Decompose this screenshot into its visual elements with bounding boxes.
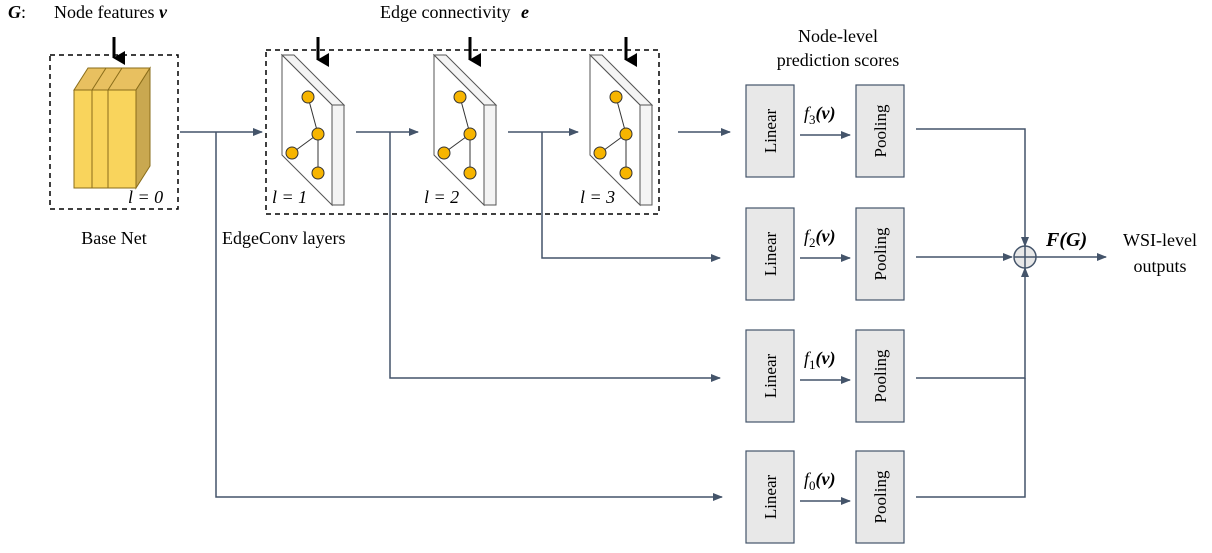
layer-index: l = 1 bbox=[272, 187, 307, 207]
node-score-function: f0(v) bbox=[804, 469, 836, 493]
pooling-box bbox=[855, 450, 905, 544]
graph-node bbox=[311, 166, 325, 180]
graph-node bbox=[285, 146, 299, 160]
pooling-box bbox=[855, 329, 905, 423]
edgeconv-layer-2: l = 2 bbox=[424, 37, 498, 207]
base-net-slabs bbox=[73, 66, 151, 190]
branch-row-1: Linear f1(v) Pooling bbox=[745, 329, 905, 423]
pooling-box bbox=[855, 84, 905, 178]
edgeconv-layer-3: l = 3 bbox=[580, 37, 654, 207]
edgeconv-layer-1: l = 1 bbox=[272, 37, 346, 207]
base-net-label: Base Net bbox=[81, 228, 146, 248]
graph-node bbox=[619, 166, 633, 180]
linear-box bbox=[745, 84, 795, 178]
pooling-label: Pooling bbox=[871, 470, 890, 523]
edgeconv-group: EdgeConv layers bbox=[222, 49, 660, 248]
pooling-label: Pooling bbox=[871, 349, 890, 402]
scores-header-line1: Node-level bbox=[798, 26, 878, 46]
linear-label: Linear bbox=[761, 231, 780, 276]
pooling-box bbox=[855, 207, 905, 301]
node-score-function: f3(v) bbox=[804, 103, 836, 127]
output-function: F(G) bbox=[1045, 229, 1087, 251]
linear-box bbox=[745, 207, 795, 301]
node-score-function: f1(v) bbox=[804, 348, 836, 372]
linear-label: Linear bbox=[761, 474, 780, 519]
output-label-line2: outputs bbox=[1133, 256, 1186, 276]
graph-node bbox=[311, 127, 325, 141]
graph-node bbox=[437, 146, 451, 160]
base-net: l = 0 Base Net bbox=[49, 37, 179, 248]
pooling-label: Pooling bbox=[871, 227, 890, 280]
node-score-function: f2(v) bbox=[804, 226, 836, 250]
linear-box bbox=[745, 450, 795, 544]
graph-symbol: G: bbox=[8, 2, 26, 22]
scores-header-line2: prediction scores bbox=[777, 50, 899, 70]
edgeconv-label: EdgeConv layers bbox=[222, 228, 345, 248]
pooling-label: Pooling bbox=[871, 104, 890, 157]
graph-node bbox=[609, 90, 623, 104]
linear-label: Linear bbox=[761, 353, 780, 398]
branch-row-2: Linear f2(v) Pooling bbox=[745, 207, 905, 301]
graph-node bbox=[453, 90, 467, 104]
main-flow-arrows bbox=[180, 128, 731, 501]
node-features-label: Node features v bbox=[54, 2, 168, 22]
linear-label: Linear bbox=[761, 108, 780, 153]
base-net-layer-index: l = 0 bbox=[128, 187, 163, 207]
graph-node bbox=[593, 146, 607, 160]
layer-index: l = 3 bbox=[580, 187, 615, 207]
branch-row-3: Linear f3(v) Pooling bbox=[745, 84, 905, 178]
layer-index: l = 2 bbox=[424, 187, 459, 207]
aggregation bbox=[916, 128, 1107, 498]
edge-connectivity-label: Edge connectivity e bbox=[380, 2, 529, 22]
graph-node bbox=[463, 166, 477, 180]
output-label-line1: WSI-level bbox=[1123, 230, 1197, 250]
linear-box bbox=[745, 329, 795, 423]
graph-node bbox=[619, 127, 633, 141]
branch-row-0: Linear f0(v) Pooling bbox=[745, 450, 905, 544]
graph-node bbox=[463, 127, 477, 141]
graph-node bbox=[301, 90, 315, 104]
